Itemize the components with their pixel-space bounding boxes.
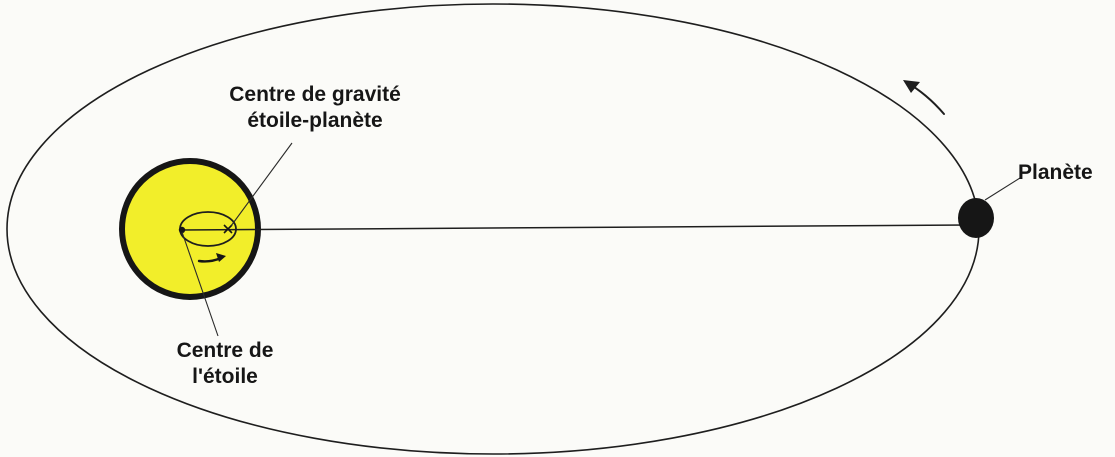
barycentre-label-line-2: étoile-planète	[200, 108, 430, 134]
planet-label: Planète	[1018, 160, 1093, 186]
barycentre-label-line-1: Centre de gravité	[200, 82, 430, 108]
planet-leader-line	[985, 178, 1020, 200]
planet	[958, 198, 994, 238]
orbit-direction-arrow	[903, 80, 944, 114]
star-centre-label: Centre de l'étoile	[150, 338, 300, 390]
star-centre-label-line-1: Centre de	[150, 338, 300, 364]
star-planet-line	[182, 225, 968, 230]
star-centre-label-line-2: l'étoile	[150, 364, 300, 390]
barycentre-label: Centre de gravité étoile-planète	[200, 82, 430, 134]
